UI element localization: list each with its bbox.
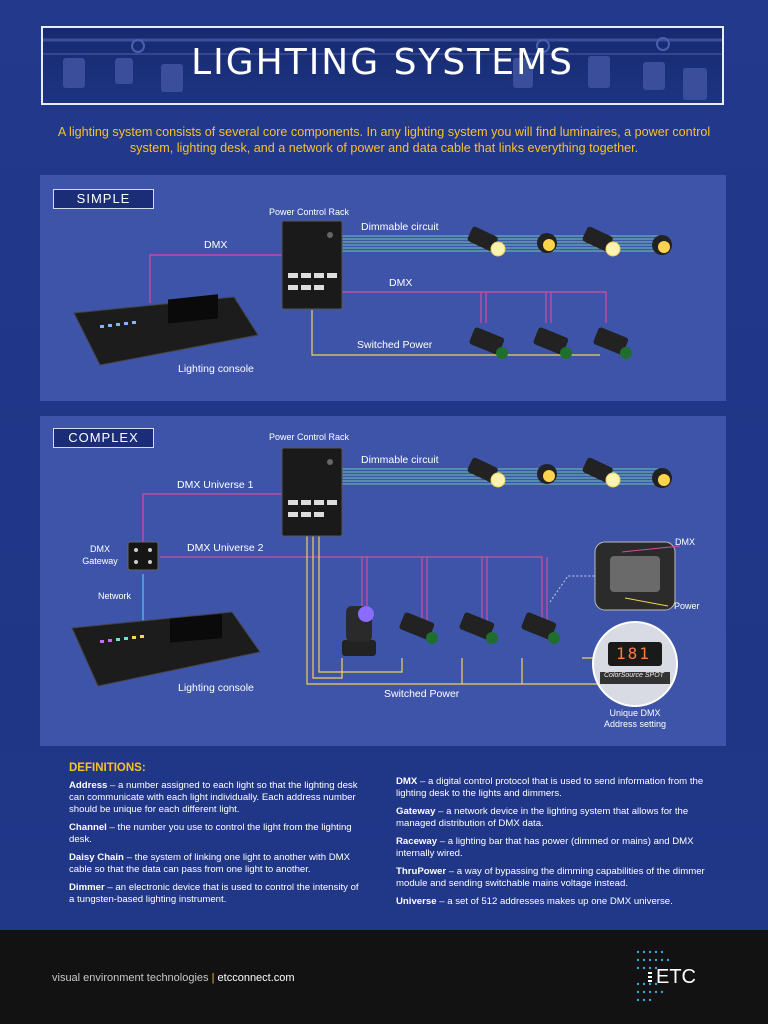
dmx-cable xyxy=(160,556,363,621)
power-control-rack xyxy=(281,447,343,537)
footer-tagline: visual environment technologies | etccon… xyxy=(52,972,295,984)
address-setting-label: Unique DMX Address setting xyxy=(603,708,667,729)
dmx-label: DMX xyxy=(204,239,228,251)
definition-item: Daisy Chain – the system of linking one … xyxy=(69,852,351,875)
rigging-silhouette-graphic xyxy=(43,37,722,100)
inset-dmx-label: DMX xyxy=(675,537,695,547)
etc-logo: ETC xyxy=(630,942,730,1012)
definitions-right: DMX – a digital control protocol that is… xyxy=(396,776,706,914)
universe2-label: DMX Universe 2 xyxy=(187,542,264,554)
definition-item: Dimmer – an electronic device that is us… xyxy=(69,882,359,905)
title-banner: LIGHTING SYSTEMS xyxy=(41,26,724,105)
definitions-left: Address – a number assigned to each ligh… xyxy=(69,780,359,912)
inset-power-label: Power xyxy=(674,601,700,611)
simple-diagram xyxy=(73,220,672,366)
moving-head-luminaire xyxy=(342,606,376,656)
definition-item: Gateway – a network device in the lighti… xyxy=(396,806,689,829)
dmx-cable xyxy=(342,291,482,323)
switched-power-label: Switched Power xyxy=(384,688,460,700)
dmx-gateway xyxy=(127,541,159,571)
luminaire-row-dimmed xyxy=(467,226,672,257)
definition-item: Address – a number assigned to each ligh… xyxy=(69,780,358,815)
network-label: Network xyxy=(98,591,132,601)
definition-item: DMX – a digital control protocol that is… xyxy=(396,776,704,799)
complex-tag: COMPLEX xyxy=(53,428,154,448)
console-label: Lighting console xyxy=(178,682,254,694)
definition-item: Universe – a set of 512 addresses makes … xyxy=(396,896,673,907)
definition-item: Raceway – a lighting bar that has power … xyxy=(396,836,694,859)
dimmable-label: Dimmable circuit xyxy=(361,454,439,466)
switched-power-cable xyxy=(306,536,600,685)
power-control-rack xyxy=(281,220,343,310)
console-label: Lighting console xyxy=(178,363,254,375)
footer: visual environment technologies | etccon… xyxy=(0,930,768,1024)
complex-diagram xyxy=(71,447,681,707)
switched-power-label: Switched Power xyxy=(357,339,433,351)
simple-panel: SIMPLE Power Control Rack Dimmable circu… xyxy=(40,175,726,401)
gateway-label: DMX Gateway xyxy=(82,544,118,566)
universe1-label: DMX Universe 1 xyxy=(177,479,254,491)
definition-item: ThruPower – a way of bypassing the dimmi… xyxy=(396,866,705,889)
intro-text: A lighting system consists of several co… xyxy=(57,125,711,155)
dimmable-label: Dimmable circuit xyxy=(361,221,439,233)
definitions-heading: DEFINITIONS: xyxy=(69,762,146,774)
fixture-brand-text: ColorSource SPOT xyxy=(604,672,664,679)
footer-url-link[interactable]: etcconnect.com xyxy=(217,972,295,984)
lighting-console xyxy=(71,611,261,687)
address-readout: 181 xyxy=(616,644,651,663)
fixture-back-inset xyxy=(594,541,681,611)
rack-label: Power Control Rack xyxy=(269,432,350,442)
page-title: LIGHTING SYSTEMS xyxy=(191,42,574,83)
complex-panel: COMPLEX Power Control Rack Dimmable circ… xyxy=(40,416,726,746)
luminaire-row-dimmed xyxy=(467,457,672,488)
dmx-label: DMX xyxy=(389,277,413,289)
definition-item: Channel – the number you use to control … xyxy=(69,822,352,845)
dmx-cable xyxy=(149,254,282,303)
lighting-console xyxy=(73,294,259,366)
simple-tag: SIMPLE xyxy=(53,189,154,209)
luminaire-row-switched xyxy=(469,327,632,359)
rack-label: Power Control Rack xyxy=(269,207,350,217)
luminaire-row-switched xyxy=(399,612,560,644)
dmx-cable xyxy=(142,493,282,542)
svg-text:ETC: ETC xyxy=(656,966,696,988)
address-display-inset xyxy=(592,621,678,707)
